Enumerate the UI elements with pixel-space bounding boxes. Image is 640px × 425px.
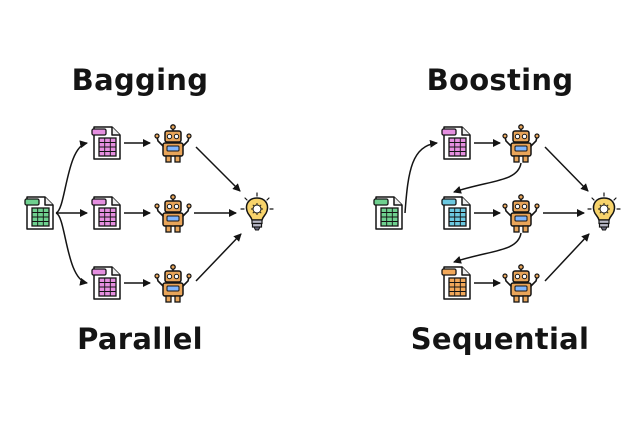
weighted-sample-1-icon [441, 126, 471, 160]
bootstrap-sample-2-icon [91, 196, 121, 230]
arrow-model-3-to-result [195, 233, 242, 282]
prediction-lightbulb-icon [587, 192, 621, 231]
model-3-robot-icon [502, 263, 540, 303]
boosting-arrows [404, 139, 590, 287]
source-dataset-icon [373, 196, 403, 230]
bagging-arrows [55, 139, 242, 287]
arrow-model-3-to-result [544, 233, 590, 282]
weighted-sample-2-icon [441, 196, 471, 230]
model-2-robot-icon [154, 194, 192, 233]
arrow-model-2-to-sample-3 [453, 232, 522, 264]
boosting-title: Boosting [426, 63, 574, 97]
arrow-source-to-sample-1 [55, 140, 88, 214]
bootstrap-sample-1-icon [91, 126, 121, 160]
bagging-section [24, 124, 274, 303]
model-2-robot-icon [502, 194, 540, 233]
model-3-robot-icon [154, 263, 192, 303]
bagging-subtitle: Parallel [77, 322, 203, 356]
arrow-model-1-to-result [544, 146, 589, 192]
prediction-lightbulb-icon [240, 192, 274, 231]
arrow-model-1-to-sample-2 [453, 162, 522, 194]
boosting-subtitle: Sequential [410, 322, 590, 356]
arrow-model-1-to-result [195, 146, 241, 192]
boosting-section [373, 124, 621, 303]
arrow-source-to-sample-1 [404, 139, 438, 214]
model-1-robot-icon [502, 124, 540, 163]
arrow-source-to-sample-3 [55, 212, 88, 286]
model-1-robot-icon [154, 124, 192, 163]
weighted-sample-3-icon [441, 266, 471, 300]
bagging-title: Bagging [71, 63, 209, 97]
bootstrap-sample-3-icon [91, 266, 121, 300]
source-dataset-icon [24, 196, 54, 230]
